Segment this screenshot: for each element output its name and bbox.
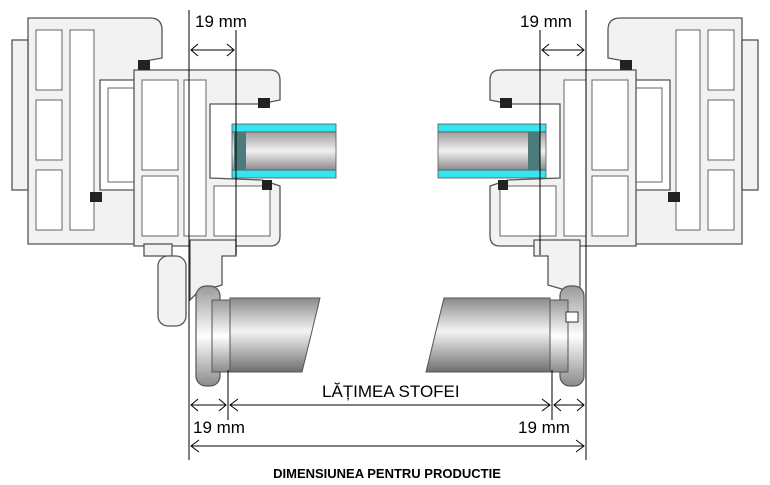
left-end-cap [195, 285, 231, 387]
dimension-lines [188, 10, 587, 460]
left-window-profile [11, 17, 281, 327]
bottom-right-dimension-label: 19 mm [518, 418, 570, 437]
fabric-width-label: LĂȚIMEA STOFEI [322, 382, 460, 401]
fabric-roll-left [229, 297, 321, 373]
production-dimension-caption: DIMENSIUNEA PENTRU PRODUCTIE [273, 466, 501, 481]
left-glass-pane [231, 123, 337, 179]
top-right-dimension-label: 19 mm [520, 12, 572, 31]
right-end-cap [549, 285, 585, 387]
bottom-left-dimension-label: 19 mm [193, 418, 245, 437]
fabric-roll-right [425, 297, 551, 373]
top-left-dimension-label: 19 mm [195, 12, 247, 31]
right-window-profile [489, 17, 759, 302]
right-glass-pane [437, 123, 547, 179]
